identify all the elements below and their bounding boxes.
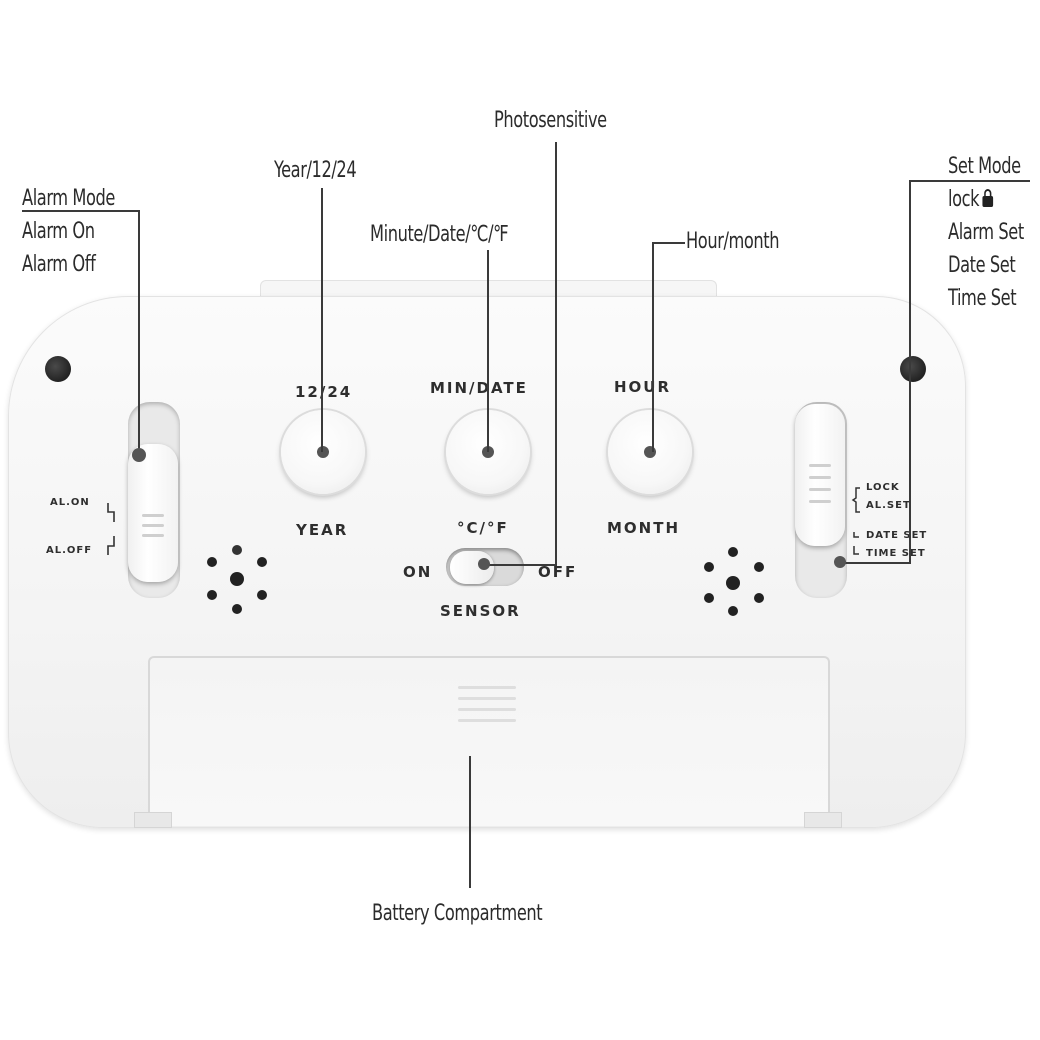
- pointer-dot: [478, 558, 490, 570]
- sensor-off-label: OFF: [538, 563, 578, 581]
- grip-line: [142, 534, 164, 537]
- battery-cover-tab: [804, 812, 842, 828]
- speaker-hole: [728, 547, 738, 557]
- minute-pointer: [487, 250, 489, 452]
- photosensitive-pointer-h: [484, 564, 557, 566]
- lock-label: LOCK: [866, 482, 900, 493]
- photosensitive-callout: Photosensitive: [494, 108, 607, 133]
- pointer-dot: [834, 556, 846, 568]
- grip-line: [142, 524, 164, 527]
- hour-callout: Hour/month: [686, 229, 780, 254]
- alarm-mode-switch[interactable]: [128, 444, 178, 582]
- year-callout: Year/12/24: [274, 158, 357, 183]
- alarm-set-text: Alarm Set: [948, 220, 1024, 245]
- set-mode-switch[interactable]: [795, 404, 845, 546]
- sensor-label: SENSOR: [440, 602, 521, 620]
- celsius-fahrenheit-label: °C/°F: [457, 519, 509, 537]
- year-label: YEAR: [296, 521, 349, 539]
- al-set-label: AL.SET: [866, 500, 911, 511]
- set-mode-title: Set Mode: [948, 154, 1021, 179]
- alarm-mode-title: Alarm Mode: [22, 186, 116, 211]
- al-off-label: AL.OFF: [46, 545, 93, 556]
- battery-callout: Battery Compartment: [372, 901, 543, 926]
- speaker-hole: [232, 604, 242, 614]
- grip-line: [809, 488, 831, 491]
- set-brackets: [851, 487, 860, 555]
- lock-row: lock: [948, 183, 1024, 216]
- min-date-label: MIN/DATE: [430, 379, 528, 397]
- battery-cover-tab: [134, 812, 172, 828]
- alarm-on-text: Alarm On: [22, 219, 95, 244]
- cover-rib: [458, 686, 516, 689]
- hour-month-button[interactable]: [608, 410, 692, 494]
- grip-line: [809, 464, 831, 467]
- date-set-label: DATE SET: [866, 530, 928, 541]
- cover-rib: [458, 708, 516, 711]
- speaker-hole: [207, 590, 217, 600]
- sensor-on-label: ON: [403, 563, 433, 581]
- grip-line: [809, 500, 831, 503]
- battery-compartment-cover[interactable]: [148, 656, 830, 826]
- button-center-dot: [317, 446, 329, 458]
- year-1224-button[interactable]: [281, 410, 365, 494]
- speaker-hole: [230, 572, 244, 586]
- speaker-hole: [257, 557, 267, 567]
- hour-pointer-h: [653, 242, 685, 244]
- time-set-text: Time Set: [948, 286, 1017, 311]
- alarm-off-text: Alarm Off: [22, 252, 96, 277]
- speaker-hole: [257, 590, 267, 600]
- right-screw-hole: [900, 356, 926, 382]
- speaker-hole: [232, 545, 242, 555]
- speaker-hole: [207, 557, 217, 567]
- set-mode-underline: [910, 180, 1030, 182]
- button-center-dot: [482, 446, 494, 458]
- speaker-hole: [704, 593, 714, 603]
- cover-rib: [458, 719, 516, 722]
- grip-line: [142, 514, 164, 517]
- alarm-mode-pointer: [138, 210, 140, 454]
- set-mode-pointer: [909, 180, 911, 564]
- al-brackets: [107, 503, 115, 555]
- time-set-label: TIME SET: [866, 548, 926, 559]
- minute-callout: Minute/Date/℃/℉: [370, 222, 509, 247]
- btn-1224-label: 12/24: [295, 383, 353, 401]
- button-center-dot: [644, 446, 656, 458]
- lock-text: lock: [948, 187, 980, 212]
- lock-icon: [982, 189, 994, 207]
- pointer-dot: [132, 448, 146, 462]
- photosensitive-pointer: [555, 142, 557, 566]
- month-label: MONTH: [607, 519, 681, 537]
- cover-rib: [458, 697, 516, 700]
- set-mode-callout: Set Mode lock Alarm Set Date Set Time Se…: [948, 150, 1024, 315]
- speaker-hole: [754, 593, 764, 603]
- speaker-hole: [726, 576, 740, 590]
- set-mode-pointer-h: [842, 562, 911, 564]
- hour-pointer: [652, 242, 654, 452]
- year-pointer: [321, 188, 323, 452]
- al-on-label: AL.ON: [50, 497, 90, 508]
- alarm-mode-underline: [22, 210, 140, 212]
- speaker-hole: [754, 562, 764, 572]
- speaker-hole: [704, 562, 714, 572]
- hour-label: HOUR: [614, 378, 672, 396]
- date-set-text: Date Set: [948, 253, 1016, 278]
- speaker-hole: [728, 606, 738, 616]
- alarm-mode-callout: Alarm Mode Alarm On Alarm Off: [22, 182, 115, 281]
- grip-line: [809, 476, 831, 479]
- left-screw-hole: [45, 356, 71, 382]
- battery-pointer: [469, 756, 471, 888]
